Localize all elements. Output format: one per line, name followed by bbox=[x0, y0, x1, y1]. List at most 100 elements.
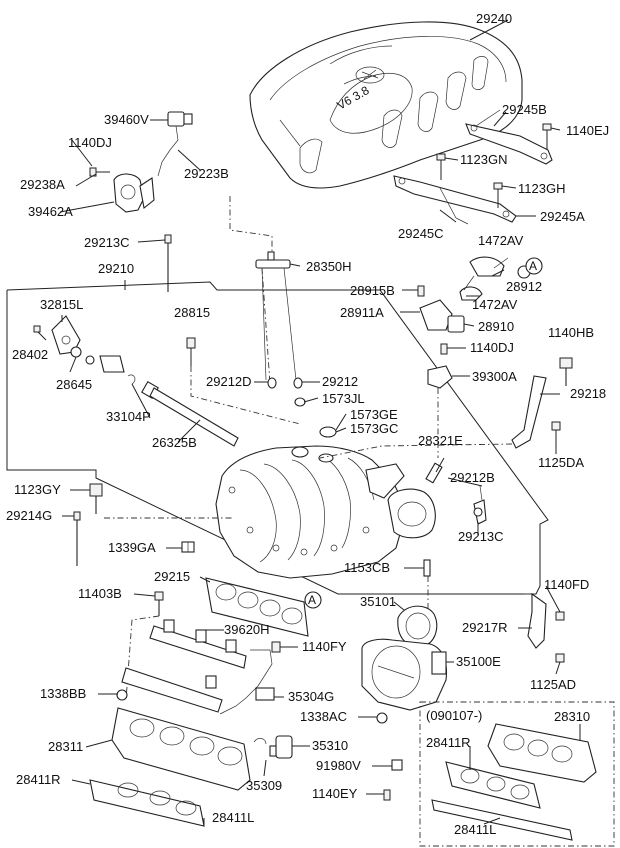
part-label-29217r: 29217R bbox=[462, 620, 508, 635]
bolt-1140dj-top bbox=[89, 167, 110, 177]
part-label-39300a: 39300A bbox=[472, 369, 517, 384]
part-label-39460v: 39460V bbox=[104, 112, 149, 127]
part-label-91980v: 91980V bbox=[316, 758, 361, 773]
purge-valve-group bbox=[417, 256, 531, 333]
part-label-1339ga: 1339GA bbox=[108, 540, 156, 555]
exhaust-manifold-28311 bbox=[111, 707, 251, 791]
part-label-29213c-2: 29213C bbox=[458, 529, 504, 544]
part-label-1140hb: 1140HB bbox=[548, 325, 595, 340]
part-label-29240: 29240 bbox=[476, 11, 513, 26]
engine-cover: V6 3.8 bbox=[249, 21, 523, 189]
cap-1573ge bbox=[319, 426, 337, 438]
part-label-32815l: 32815L bbox=[40, 297, 84, 312]
connector-91980v bbox=[391, 759, 403, 771]
cover-bracket-29245c-link bbox=[439, 187, 469, 225]
throttle-body-35100e bbox=[361, 638, 448, 711]
ref-a-bottom-label: A bbox=[308, 593, 317, 607]
ref-a-top-label: A bbox=[529, 259, 538, 273]
part-label-33104p: 33104P bbox=[106, 409, 151, 424]
nut-1338ac bbox=[376, 712, 388, 724]
inset-date-note: (090107-) bbox=[426, 708, 483, 723]
part-label-28915b: 28915B bbox=[350, 283, 395, 298]
part-label-1472av: 1472AV bbox=[478, 233, 524, 248]
part-label-35304g: 35304G bbox=[288, 689, 335, 704]
part-label-1123gn: 1123GN bbox=[460, 152, 508, 167]
part-label-29210: 29210 bbox=[98, 261, 135, 276]
gasket-29215 bbox=[205, 577, 309, 637]
part-label-1140ey: 1140EY bbox=[312, 786, 358, 801]
assembly-frame-29210 bbox=[6, 281, 549, 595]
part-label-29245b: 29245B bbox=[502, 102, 547, 117]
part-label-28911a: 28911A bbox=[340, 305, 384, 320]
part-label-28350h: 28350H bbox=[306, 259, 352, 274]
bolt-1140ey bbox=[383, 789, 391, 801]
bolt-1140fy bbox=[271, 641, 281, 653]
part-label-28912: 28912 bbox=[506, 279, 543, 294]
inset-manifold-28310 bbox=[487, 723, 597, 783]
cover-bracket-29245a bbox=[393, 175, 517, 223]
leader-29218 bbox=[319, 443, 513, 459]
leader-11403b bbox=[125, 615, 160, 701]
part-label-29223b: 29223B bbox=[184, 166, 229, 181]
part-label-28321e: 28321E bbox=[418, 433, 463, 448]
part-label-1123gh: 1123GH bbox=[518, 181, 566, 196]
part-label-1140dj: 1140DJ bbox=[68, 135, 112, 150]
pcv-assembly bbox=[33, 315, 239, 447]
bracket-29217r bbox=[524, 592, 565, 663]
part-label-39620h: 39620H bbox=[224, 622, 270, 637]
nut-1339ga bbox=[181, 541, 195, 553]
part-label-1140dj-2: 1140DJ bbox=[470, 340, 514, 355]
part-label-28910: 28910 bbox=[478, 319, 515, 334]
leader-29212d bbox=[261, 267, 271, 385]
sensor-28321e bbox=[425, 457, 445, 484]
part-label-35310: 35310 bbox=[312, 738, 349, 753]
bracket-29218 bbox=[511, 357, 573, 449]
bolt-1123gn bbox=[436, 153, 446, 180]
part-label-28311: 28311 bbox=[48, 739, 84, 754]
part-label-1573gc: 1573GC bbox=[350, 421, 399, 436]
part-label-35100e: 35100E bbox=[456, 654, 501, 669]
part-label-29213c: 29213C bbox=[84, 235, 130, 250]
throttle-gasket-35101 bbox=[397, 605, 438, 648]
part-label-28402: 28402 bbox=[12, 347, 49, 362]
bolt-11403b bbox=[154, 591, 164, 616]
stud-29214g bbox=[73, 511, 81, 566]
part-label-28411l-inset: 28411L bbox=[454, 822, 497, 837]
part-label-1125ad: 1125AD bbox=[530, 677, 577, 692]
part-label-29245c: 29245C bbox=[398, 226, 444, 241]
inset-gasket-28411l bbox=[431, 799, 573, 841]
part-label-1573ge: 1573GE bbox=[350, 407, 398, 422]
part-label-1123gy: 1123GY bbox=[14, 482, 61, 497]
pipe-1153cb bbox=[404, 559, 431, 577]
nut-1338bb bbox=[116, 689, 128, 701]
ref-callout-a-bottom bbox=[304, 591, 322, 609]
hose-tee-28350h bbox=[255, 251, 297, 381]
bolt-1123gy bbox=[89, 483, 103, 514]
part-label-35309: 35309 bbox=[246, 778, 283, 793]
part-label-1140ej: 1140EJ bbox=[566, 123, 610, 138]
part-label-26325b: 26325B bbox=[152, 435, 197, 450]
part-label-11403b: 11403B bbox=[78, 586, 122, 601]
injector-35310 bbox=[253, 735, 293, 759]
gasket-28411r-left bbox=[89, 779, 205, 827]
part-label-28411l: 28411L bbox=[212, 810, 255, 825]
intake-manifold-29210 bbox=[215, 445, 405, 579]
part-label-29245a: 29245A bbox=[540, 209, 585, 224]
part-label-1472av-2: 1472AV bbox=[472, 297, 518, 312]
part-label-28645: 28645 bbox=[56, 377, 93, 392]
part-label-1338ac: 1338AC bbox=[300, 709, 347, 724]
inset-frame bbox=[419, 701, 615, 847]
part-label-28815: 28815 bbox=[174, 305, 211, 320]
solenoid-valve-39460v bbox=[150, 111, 193, 177]
part-label-29238a: 29238A bbox=[20, 177, 65, 192]
part-label-1338bb: 1338BB bbox=[40, 686, 87, 701]
part-label-1573jl: 1573JL bbox=[322, 391, 365, 406]
sensor-39300a bbox=[427, 343, 470, 389]
part-label-28310: 28310 bbox=[554, 709, 591, 724]
fuel-rail bbox=[121, 619, 275, 715]
throttle-adaptor bbox=[387, 485, 487, 539]
part-label-1125da: 1125DA bbox=[538, 455, 585, 470]
part-label-29218: 29218 bbox=[570, 386, 607, 401]
